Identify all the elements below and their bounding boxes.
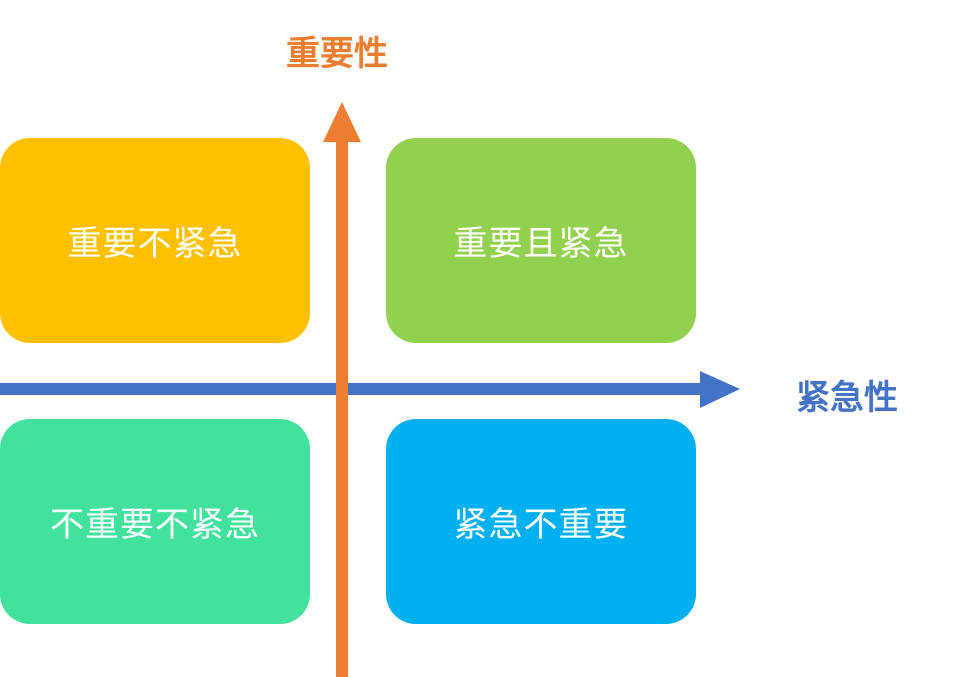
x-axis-label: 紧急性 xyxy=(796,378,898,418)
y-axis-label: 重要性 xyxy=(286,34,388,74)
quadrant-label: 重要不紧急 xyxy=(67,224,243,264)
quadrant-important-and-urgent: 重要且紧急 xyxy=(386,138,696,343)
x-axis-line xyxy=(0,383,706,395)
y-axis-arrowhead xyxy=(323,102,361,142)
quadrant-urgent-not-important: 紧急不重要 xyxy=(386,419,696,624)
quadrant-label: 紧急不重要 xyxy=(453,505,629,545)
quadrant-not-important-not-urgent: 不重要不紧急 xyxy=(0,419,310,624)
quadrant-label: 重要且紧急 xyxy=(453,224,629,264)
x-axis-arrowhead xyxy=(700,371,740,408)
quadrant-important-not-urgent: 重要不紧急 xyxy=(0,138,310,343)
y-axis-line xyxy=(336,138,348,677)
quadrant-label: 不重要不紧急 xyxy=(50,505,260,545)
